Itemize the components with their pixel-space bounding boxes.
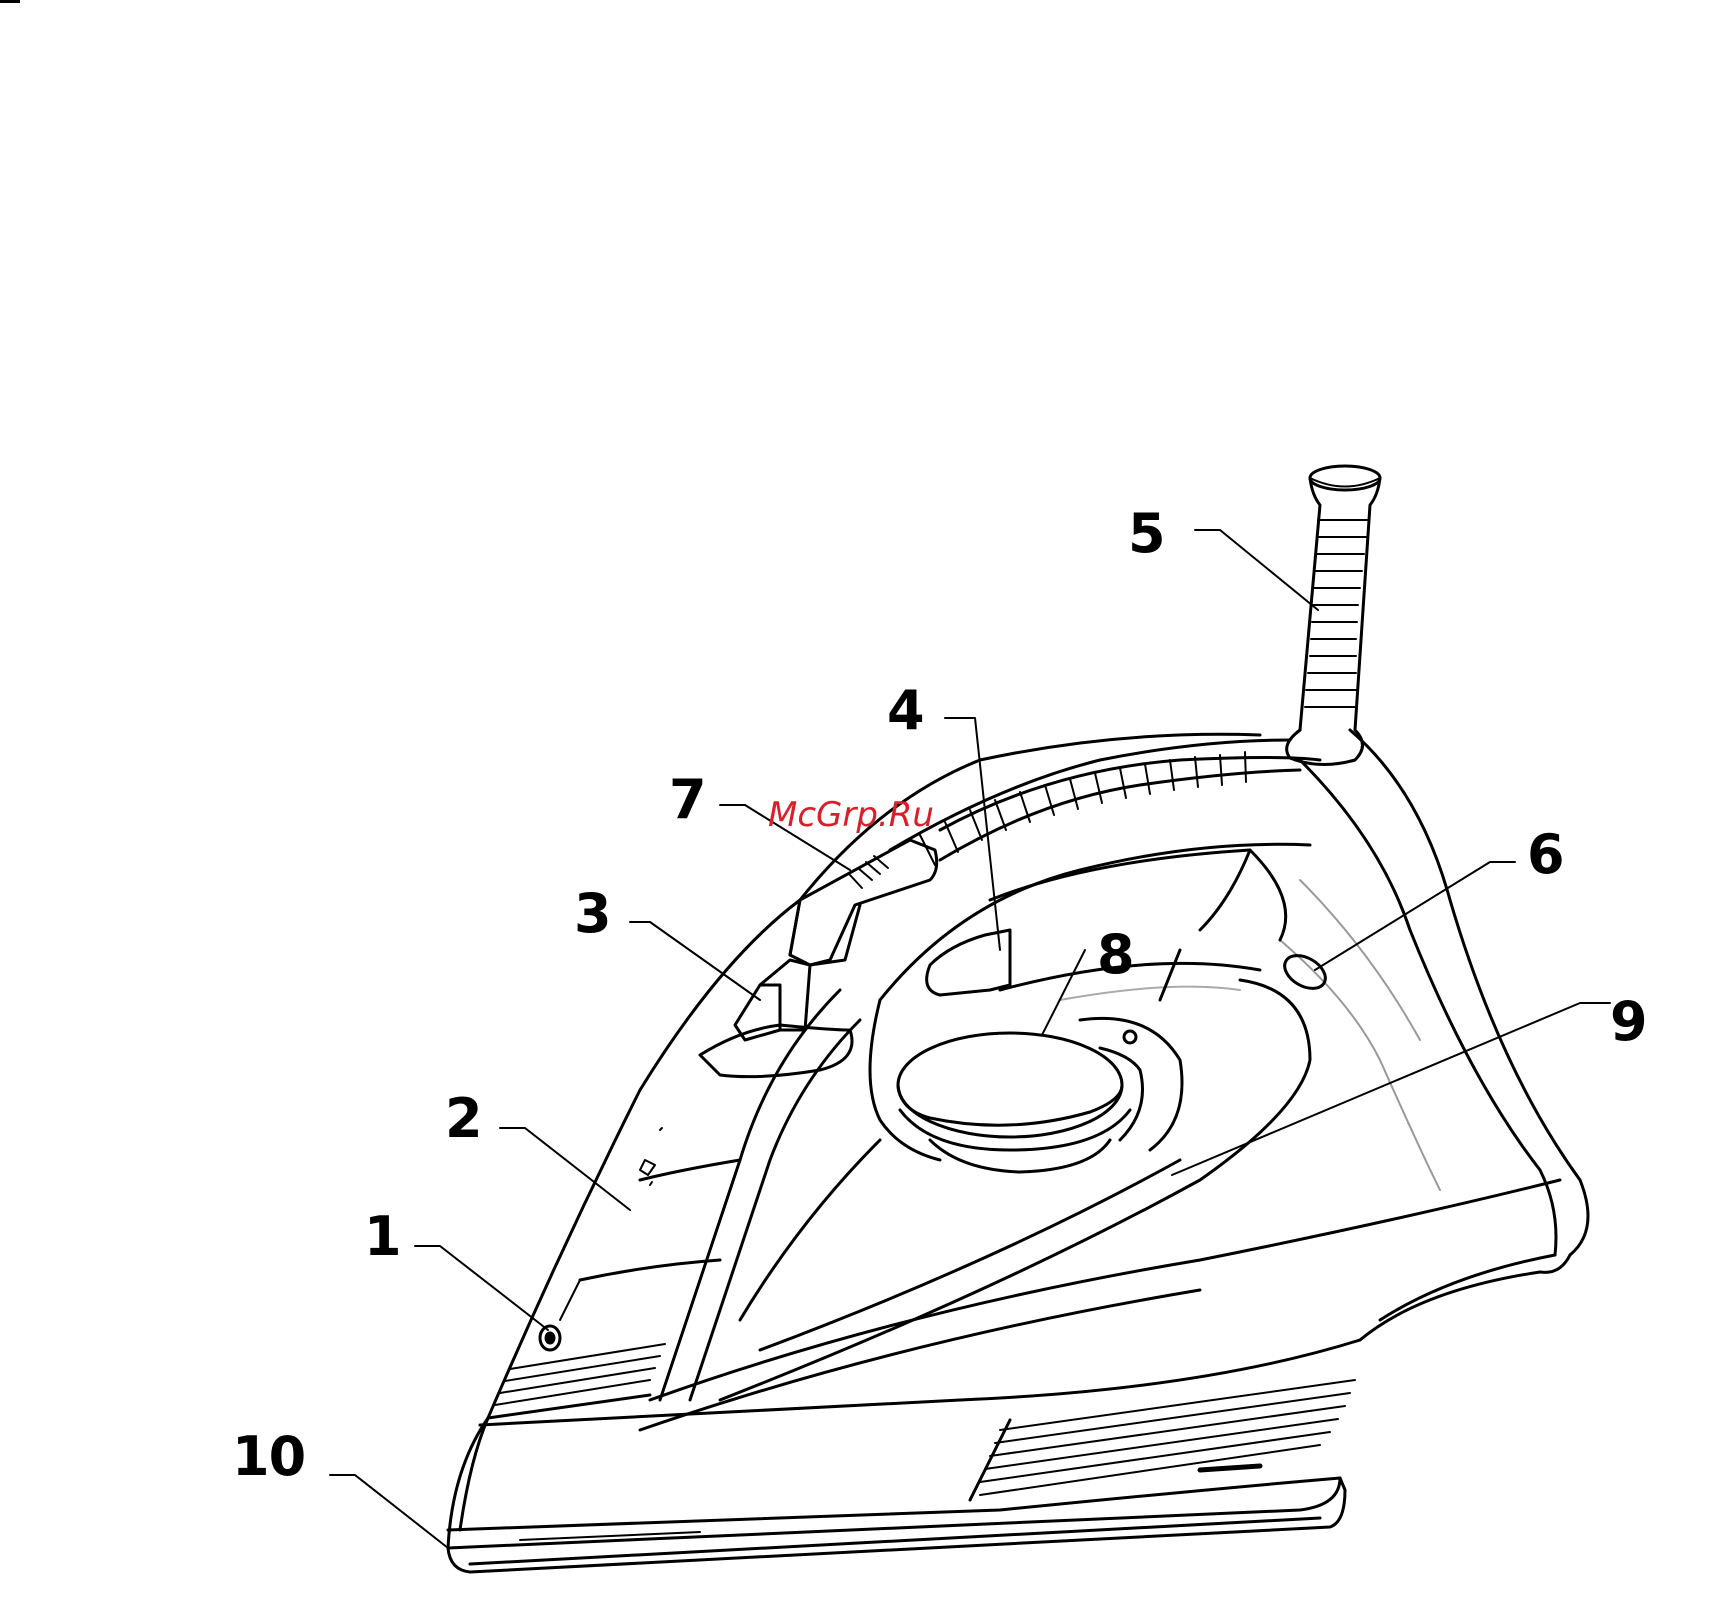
leader-5 bbox=[1195, 530, 1318, 610]
callout-7: 7 bbox=[669, 773, 706, 827]
corner-mark bbox=[0, 0, 20, 3]
leader-1 bbox=[415, 1246, 548, 1330]
callout-8: 8 bbox=[1097, 928, 1134, 982]
cord-guard bbox=[1287, 466, 1380, 765]
leader-8 bbox=[1042, 950, 1085, 1035]
leader-2 bbox=[500, 1128, 630, 1210]
callout-6: 6 bbox=[1527, 828, 1564, 882]
callout-1: 1 bbox=[364, 1210, 401, 1264]
watermark-text: McGrp.Ru bbox=[768, 798, 934, 832]
callout-2: 2 bbox=[445, 1092, 482, 1146]
callout-10: 10 bbox=[232, 1430, 305, 1484]
iron-body bbox=[488, 730, 1588, 1430]
callout-3: 3 bbox=[574, 887, 611, 941]
indicator-light bbox=[1279, 949, 1331, 995]
callout-5: 5 bbox=[1128, 507, 1165, 561]
leader-10 bbox=[330, 1475, 448, 1548]
leader-lines bbox=[330, 530, 1610, 1548]
leader-9 bbox=[1172, 1003, 1610, 1175]
leader-6 bbox=[1315, 862, 1515, 970]
leader-3 bbox=[630, 922, 760, 1000]
callout-4: 4 bbox=[887, 684, 924, 738]
lower-body bbox=[448, 1340, 1360, 1548]
steam-knob bbox=[898, 1018, 1182, 1172]
callout-9: 9 bbox=[1610, 995, 1647, 1049]
nose-details bbox=[540, 1128, 740, 1350]
water-tank bbox=[720, 844, 1440, 1400]
front-side-panel bbox=[488, 990, 860, 1418]
